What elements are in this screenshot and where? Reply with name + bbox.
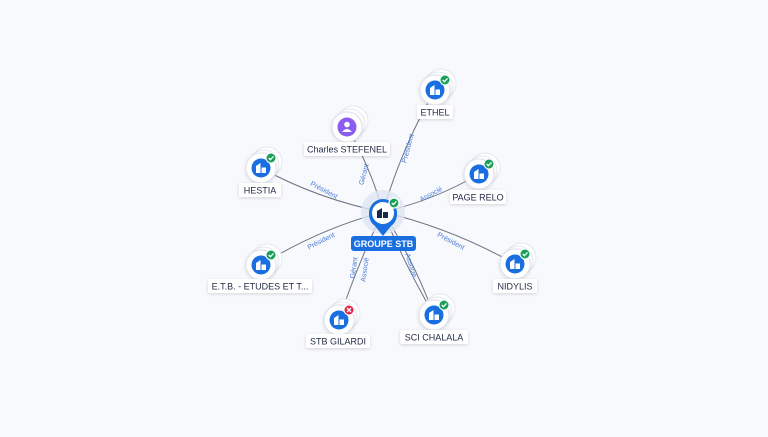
node-label: SCI CHALALA [405,333,464,343]
status-ok-icon [265,249,277,261]
building-shape [256,163,266,173]
center-label: GROUPE STB [354,239,414,249]
node-label-bg [304,142,390,156]
edge-label-etb: Président [307,232,337,252]
node-nidylis[interactable]: NIDYLIS [493,242,537,293]
check-icon [268,155,274,161]
node-chalala[interactable]: SCI CHALALA [400,293,468,344]
status-ok-icon [265,152,277,164]
edge-label-nidylis: Président [436,232,465,252]
node-label-bg [417,105,453,119]
building-shape [474,169,484,179]
node-label: ETHEL [420,108,449,118]
cross-icon [346,307,352,313]
node-label-bg [306,334,370,348]
building-shape [429,310,439,320]
status-ok-icon [388,197,400,209]
node-charles[interactable]: Charles STEFENEL [304,105,390,156]
building-shape [334,315,344,325]
center-label-bg [351,236,416,251]
building-shape [510,259,520,269]
check-icon [442,77,448,83]
status-ok-icon [439,74,451,86]
edge-label-ethel: Président [401,133,415,163]
node-label-bg [208,279,312,293]
edge-label-gilardi: Associé [360,257,370,282]
nodes-layer: Charles STEFENEL ETHEL HESTIA PAGE RELO E.T.… [208,68,537,348]
check-icon [441,302,447,308]
edge-label-hestia: Président [309,181,338,201]
node-label-bg [450,190,506,204]
node-gilardi[interactable]: STB GILARDI [306,298,370,348]
check-icon [391,200,397,206]
edge-label-pagerelo: Associé [419,186,444,204]
node-label-bg [493,279,537,293]
node-label: HESTIA [244,186,277,196]
node-ethel[interactable]: ETHEL [417,68,457,119]
status-ok-icon [519,248,531,260]
node-label: NIDYLIS [497,282,532,292]
building-shape [256,260,266,270]
person-head-shape [344,121,350,128]
edge-label-chalala: Associé [403,253,417,279]
node-etb[interactable]: E.T.B. - ETUDES ET T... [208,243,312,293]
building-shape [430,85,440,95]
check-icon [486,161,492,167]
check-icon [522,251,528,257]
status-ok-icon [438,299,450,311]
center-node[interactable]: GROUPE STB [351,190,416,251]
person-body-shape [342,129,352,132]
node-label: E.T.B. - ETUDES ET T... [212,282,309,292]
edge-label-gilardi: Gérant [350,257,360,279]
node-pagerelo[interactable]: PAGE RELO [450,152,506,204]
edge-label-charles: Gérant [358,163,370,186]
node-label-bg [400,330,468,344]
building-icon [377,208,388,218]
node-label: STB GILARDI [310,337,366,347]
check-icon [268,252,274,258]
node-hestia[interactable]: HESTIA [239,146,283,197]
node-label: Charles STEFENEL [307,145,387,155]
node-label: PAGE RELO [452,193,503,203]
status-ok-icon [483,158,495,170]
node-label-bg [239,183,281,197]
